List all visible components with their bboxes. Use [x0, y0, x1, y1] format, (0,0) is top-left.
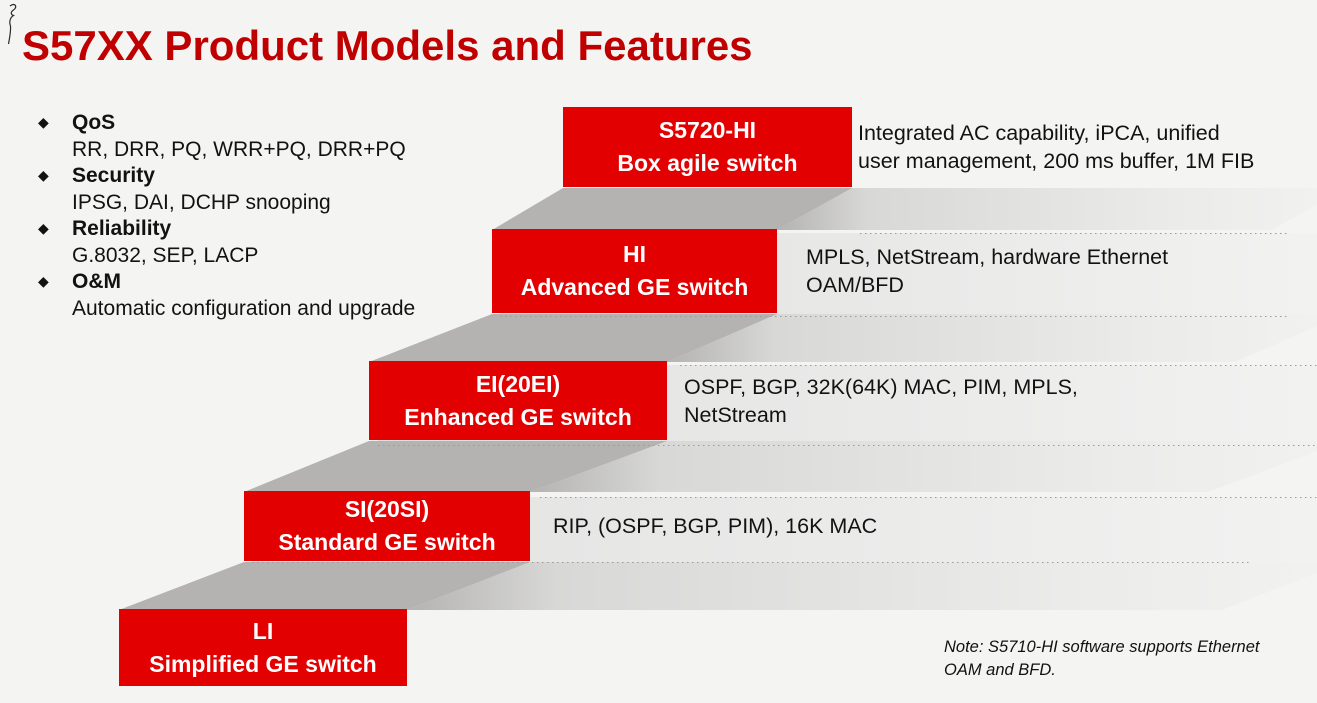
diamond-bullet-icon: ◆ [38, 220, 49, 236]
model-box-s5720-hi: S5720-HI Box agile switch [563, 107, 852, 187]
step-features-hi: MPLS, NetStream, hardware Ethernet OAM/B… [806, 229, 1168, 313]
ramp-dark-face [492, 188, 852, 230]
feature-detail: IPSG, DAI, DCHP snooping [72, 191, 331, 214]
ramp-light-face [530, 441, 1317, 492]
diamond-bullet-icon: ◆ [38, 273, 49, 289]
feature-heading: Security [72, 164, 155, 187]
diamond-bullet-icon: ◆ [38, 167, 49, 183]
feature-line: user management, 200 ms buffer, 1M FIB [858, 149, 1255, 173]
feature-detail: G.8032, SEP, LACP [72, 244, 259, 267]
model-name: EI(20EI) [475, 370, 561, 397]
list-item: ◆ Reliability G.8032, SEP, LACP [38, 216, 478, 269]
feature-detail: RR, DRR, PQ, WRR+PQ, DRR+PQ [72, 138, 406, 161]
step-features-s5720-hi: Integrated AC capability, iPCA, unified … [858, 107, 1254, 187]
ramp-light-face [407, 562, 1317, 610]
model-name: SI(20SI) [344, 496, 430, 522]
model-box-si: SI(20SI) Standard GE switch [244, 491, 530, 561]
feature-heading: O&M [72, 270, 121, 293]
ramp-dark-face [244, 441, 667, 492]
model-category: Standard GE switch [278, 529, 496, 555]
step-features-ei: OSPF, BGP, 32K(64K) MAC, PIM, MPLS, NetS… [684, 361, 1078, 440]
model-category: Box agile switch [617, 150, 798, 176]
model-box-hi: HI Advanced GE switch [492, 229, 777, 313]
feature-heading: Reliability [72, 217, 172, 240]
feature-line: RIP, (OSPF, BGP, PIM), 16K MAC [553, 514, 878, 538]
model-name: LI [252, 617, 274, 644]
feature-line: Integrated AC capability, iPCA, unified [858, 121, 1220, 145]
feature-line: NetStream [684, 402, 787, 427]
ramp-light-face [777, 188, 1317, 230]
model-category: Enhanced GE switch [404, 403, 632, 430]
ramp-dark-face [119, 562, 530, 610]
list-item: ◆ O&M Automatic configuration and upgrad… [38, 269, 478, 322]
footnote: Note: S5710-HI software supports Etherne… [944, 636, 1260, 682]
feature-line: MPLS, NetStream, hardware Ethernet [806, 245, 1169, 269]
footnote-line: OAM and BFD. [944, 661, 1056, 679]
model-category: Simplified GE switch [149, 650, 377, 677]
feature-detail: Automatic configuration and upgrade [72, 297, 416, 320]
model-box-ei: EI(20EI) Enhanced GE switch [369, 361, 667, 440]
page-title: S57XX Product Models and Features [22, 22, 753, 69]
model-name: S5720-HI [658, 117, 757, 143]
feature-line: OSPF, BGP, 32K(64K) MAC, PIM, MPLS, [684, 374, 1078, 399]
list-item: ◆ Security IPSG, DAI, DCHP snooping [38, 163, 478, 216]
list-item: ◆ QoS RR, DRR, PQ, WRR+PQ, DRR+PQ [38, 110, 478, 163]
step-features-si: RIP, (OSPF, BGP, PIM), 16K MAC [553, 491, 877, 561]
model-category: Advanced GE switch [520, 274, 749, 300]
stray-cursor-mark-icon [7, 3, 17, 45]
footnote-line: Note: S5710-HI software supports Etherne… [944, 638, 1260, 656]
feature-heading: QoS [72, 111, 116, 134]
feature-list: ◆ QoS RR, DRR, PQ, WRR+PQ, DRR+PQ ◆ Secu… [38, 110, 478, 322]
feature-line: OAM/BFD [806, 273, 904, 297]
ramp-light-face [667, 314, 1317, 362]
model-box-li: LI Simplified GE switch [119, 609, 407, 686]
ramp-dark-face [369, 314, 777, 362]
model-name: HI [623, 241, 646, 267]
diamond-bullet-icon: ◆ [38, 114, 49, 130]
